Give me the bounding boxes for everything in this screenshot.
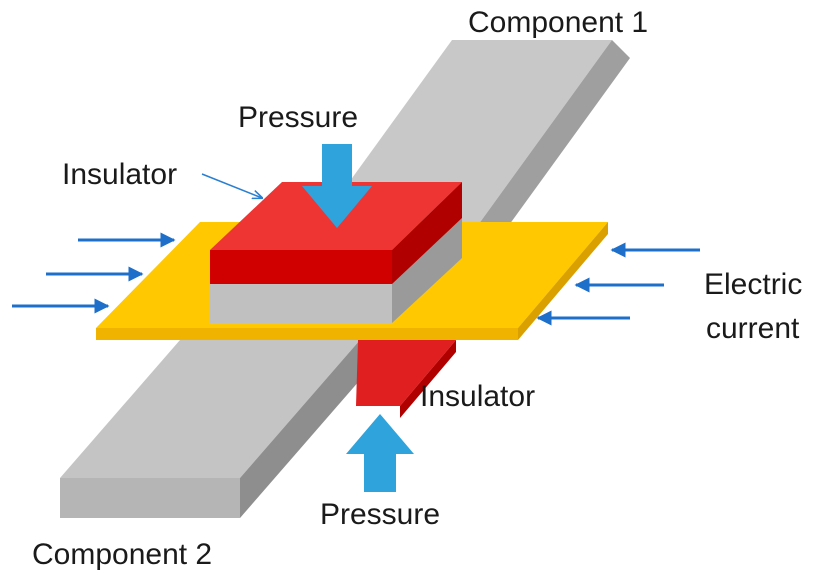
current-arrows-left	[12, 232, 176, 314]
component-1-label: Component 1	[468, 6, 648, 39]
insulator-leader-line-icon	[201, 173, 262, 198]
electric-current-label-line2: current	[706, 312, 800, 345]
component-2-bar	[60, 340, 360, 518]
insulator-top-side	[392, 182, 462, 284]
insulator-bottom-top	[356, 340, 456, 406]
component-bar-lower-front	[60, 478, 240, 518]
component-2-label: Component 2	[32, 538, 212, 571]
pressure-bottom-label: Pressure	[320, 498, 440, 531]
current-arrows-right	[536, 242, 700, 326]
component-block-side	[392, 218, 462, 323]
component-bar-lower-top	[60, 340, 360, 478]
component-under-insulator	[210, 218, 462, 323]
electric-current-label-line1: Electric	[704, 268, 802, 301]
component-bar-lower-side	[240, 340, 360, 518]
insulator-top-label: Insulator	[62, 158, 177, 191]
insulator-bottom-side	[400, 340, 456, 418]
plate-front-edge	[96, 328, 518, 340]
pressure-top-label: Pressure	[238, 101, 358, 134]
component-block-front	[210, 283, 392, 323]
pressure-arrow-bottom-icon	[346, 414, 414, 492]
insulator-top-front	[210, 250, 392, 284]
pressure-arrow-top-icon	[302, 144, 372, 228]
insulator-bottom-label: Insulator	[420, 380, 535, 413]
component-bar-upper-side	[460, 40, 630, 268]
insulator-bottom-block	[356, 340, 456, 418]
